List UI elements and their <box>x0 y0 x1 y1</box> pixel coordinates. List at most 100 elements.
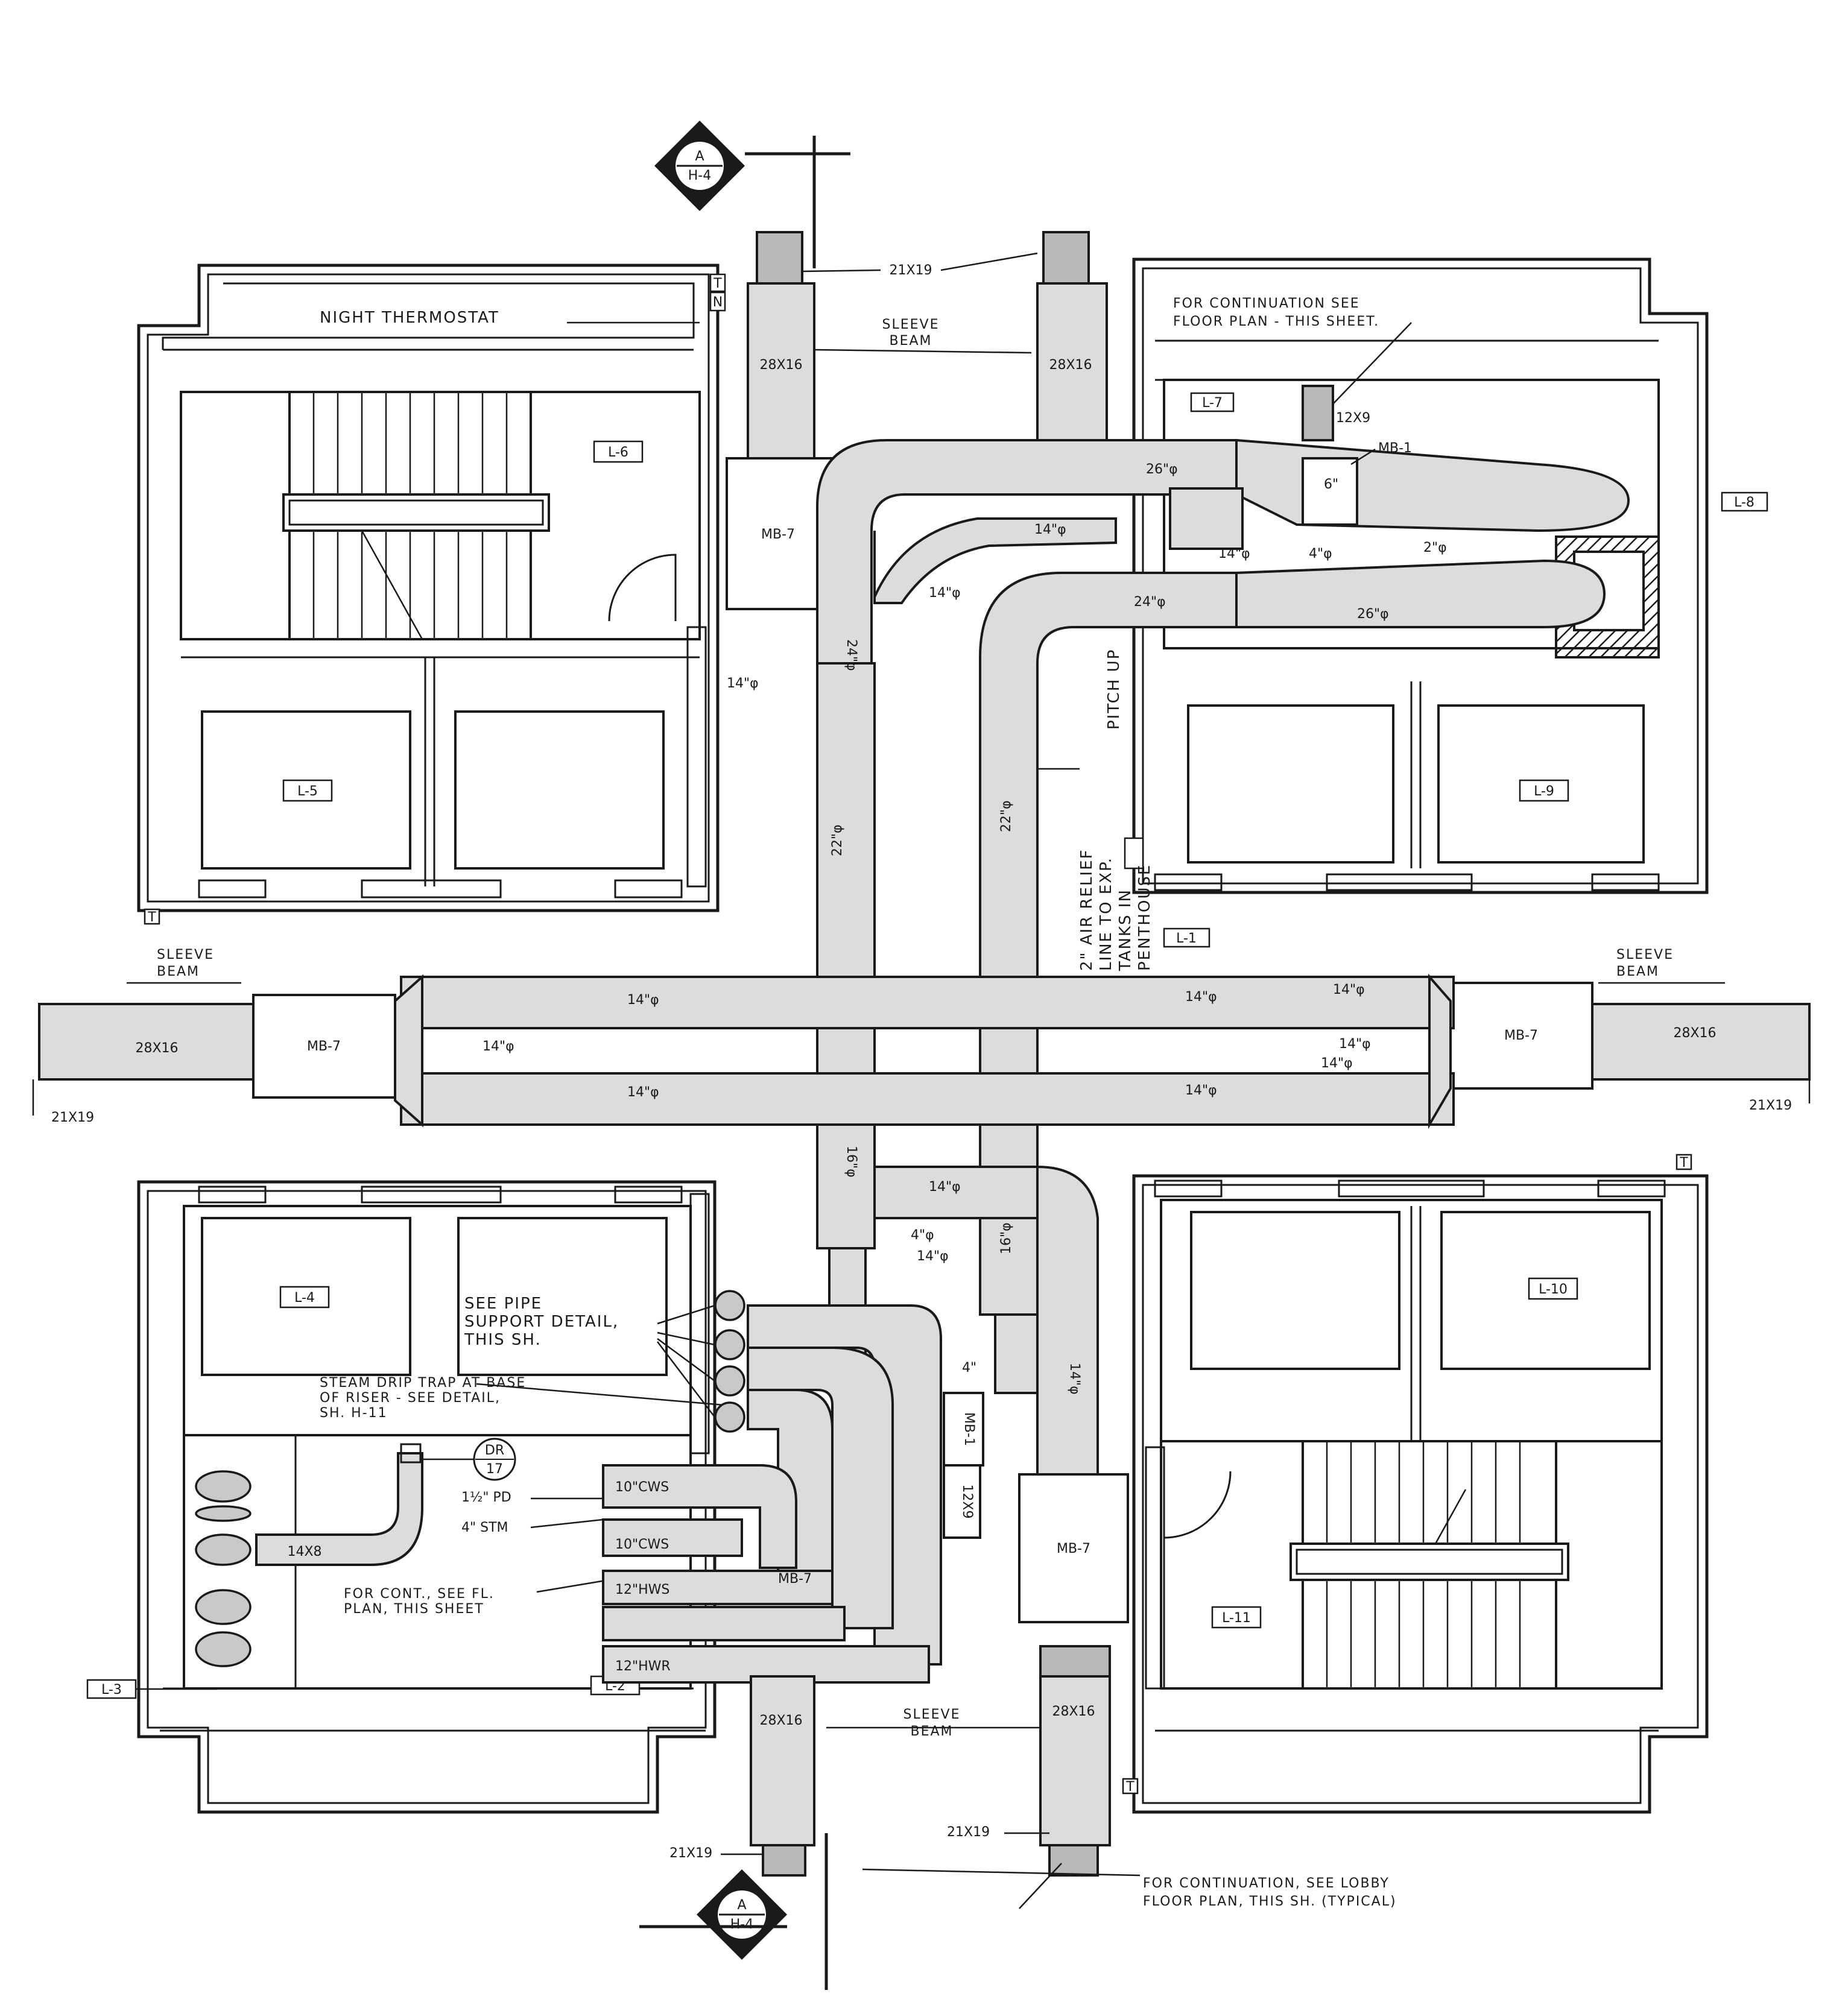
dr-label: DR <box>485 1443 504 1458</box>
duct-size-21x19-top: 21X19 <box>889 263 932 278</box>
size-14-cross2: 14"φ <box>483 1039 514 1054</box>
continuation-note-line1: FOR CONTINUATION SEE <box>1173 296 1360 311</box>
air-relief-line1: 2" AIR RELIEF <box>1078 848 1096 971</box>
room-tag-l11: L-11 <box>1222 1611 1251 1626</box>
mb7-label-right: MB-7 <box>1504 1028 1538 1043</box>
stairs-top-left <box>282 391 550 640</box>
room-tag-l6-box <box>593 440 644 463</box>
duct-size-28x16-br: 28X16 <box>1052 1704 1095 1719</box>
size-6: 6" <box>1324 477 1338 492</box>
duct-size-14x8: 14X8 <box>287 1544 321 1559</box>
size-14-cross8: 14"φ <box>1333 982 1365 997</box>
size-24-v: 24"φ <box>844 639 859 671</box>
top-duct-drops: 28X16 28X16 21X19 SLEEVE BEAM <box>747 231 1108 459</box>
dr-number: 17 <box>486 1462 503 1477</box>
size-14-lower2: 14"φ <box>917 1249 949 1264</box>
pipe-hwr: 12"HWR <box>615 1659 671 1674</box>
sleeve-beam-right-line1: SLEEVE <box>1616 947 1674 962</box>
room-tag-l8: L-8 <box>1734 495 1755 510</box>
size-14-cross7: 14"φ <box>1321 1056 1353 1071</box>
for-cont-line1: FOR CONT., SEE FL. <box>344 1587 495 1602</box>
pipe-cws-2: 10"CWS <box>615 1537 669 1552</box>
room-tag-l6: L-6 <box>608 445 628 460</box>
room-tag-l4: L-4 <box>294 1290 315 1306</box>
size-14-lower: 14"φ <box>929 1179 961 1195</box>
duct-size-28x16-right: 28X16 <box>1673 1026 1716 1041</box>
room-tag-l5: L-5 <box>297 784 318 799</box>
air-relief-line3: TANKS IN <box>1116 889 1134 971</box>
pipe-support-note: SEE PIPE SUPPORT DETAIL, THIS SH. <box>464 1295 715 1418</box>
air-relief-line2: LINE TO EXP. <box>1097 857 1115 971</box>
duct-size-21x19-right: 21X19 <box>1749 1098 1792 1113</box>
size-14-cross6: 14"φ <box>1185 1083 1217 1098</box>
size-4-lower2: 4" <box>962 1360 976 1375</box>
air-relief-note: PITCH UP 2" AIR RELIEF LINE TO EXP. TANK… <box>1037 639 1154 971</box>
size-24-h: 24"φ <box>1134 595 1166 610</box>
main-duct-run <box>38 438 1811 1877</box>
size-14-top2: 14"φ <box>1218 546 1250 561</box>
size-14-top: 14"φ <box>1034 522 1066 537</box>
section-sheet-top: H-4 <box>688 168 711 183</box>
size-14-left: 14"φ <box>727 676 759 691</box>
duct-size-21x19-bl: 21X19 <box>669 1846 712 1861</box>
room-tag-l10: L-10 <box>1539 1282 1568 1297</box>
pipe-stm: 4" STM <box>461 1520 508 1535</box>
sleeve-beam-bottom-line2: BEAM <box>910 1724 953 1739</box>
lobby-note-line2: FLOOR PLAN, THIS SH. (TYPICAL) <box>1143 1894 1397 1909</box>
duct-size-labels: 26"φ 26"φ 24"φ 24"φ 22"φ 22"φ 16"φ 16"φ … <box>483 462 1447 1395</box>
quadrant-top-left: NIGHT THERMOSTAT L-6 L-5 T T N <box>137 264 726 925</box>
size-26-mid: 26"φ <box>1357 607 1389 622</box>
section-marker-bottom: A H-4 <box>639 1833 828 1990</box>
mb1-label-top: MB-1 <box>1378 441 1412 456</box>
sleeve-beam-top-line1: SLEEVE <box>882 317 940 332</box>
mb1-bottom: MB-1 12X9 <box>943 1392 984 1539</box>
size-14-lower3: 14"φ <box>1067 1363 1082 1395</box>
sleeve-beam-top-line2: BEAM <box>889 333 932 349</box>
continuation-note-line2: FLOOR PLAN - THIS SHEET. <box>1173 314 1379 329</box>
room-tag-l9: L-9 <box>1534 784 1554 799</box>
size-16-left: 16"φ <box>844 1146 859 1178</box>
room-tag-l3: L-3 <box>101 1682 122 1697</box>
mb7-bottom-right: MB-7 <box>1018 1473 1129 1623</box>
mb7-right: MB-7 <box>1449 982 1593 1090</box>
mb7-left: MB-7 <box>252 994 396 1099</box>
mb1-top: MB-1 <box>1302 441 1412 526</box>
size-4-lower: 4"φ <box>911 1228 934 1243</box>
size-14-cross4: 14"φ <box>1185 990 1217 1005</box>
duct-size-28x16-bl: 28X16 <box>759 1713 802 1728</box>
t-mark-tl: T <box>147 910 156 925</box>
room-tag-l7: L-7 <box>1202 396 1223 411</box>
duct-size-28x16-tl: 28X16 <box>759 358 802 373</box>
size-26-top: 26"φ <box>1146 462 1178 477</box>
mb1-label-bottom: MB-1 <box>961 1412 976 1446</box>
size-16-right: 16"φ <box>999 1222 1014 1254</box>
size-14-top3: 14"φ <box>929 586 961 601</box>
room-tag-l1: L-1 <box>1176 931 1197 946</box>
storage-tanks <box>195 1470 252 1667</box>
size-22-left: 22"φ <box>830 824 845 856</box>
section-marker-top: A H-4 <box>654 121 850 268</box>
mb7-label-br: MB-7 <box>1057 1541 1090 1556</box>
duct-size-21x19-left: 21X19 <box>51 1110 94 1125</box>
section-letter-top: A <box>695 149 704 164</box>
drain-symbol: DR 17 <box>422 1438 516 1481</box>
section-sheet-bottom: H-4 <box>730 1917 753 1932</box>
stairs-bottom-right <box>1289 1440 1569 1690</box>
duct-size-28x16-tr: 28X16 <box>1049 358 1092 373</box>
size-14-cross5: 14"φ <box>1339 1037 1371 1052</box>
steam-drip-line1: STEAM DRIP TRAP AT BASE <box>320 1375 526 1391</box>
t-mark-br: T <box>1679 1155 1688 1170</box>
for-cont-line2: PLAN, THIS SHEET <box>344 1602 484 1617</box>
duct-size-21x19-br: 21X19 <box>947 1825 990 1840</box>
air-relief-line4: PENTHOUSE <box>1136 864 1154 971</box>
size-14-cross3: 14"φ <box>627 1085 659 1100</box>
night-thermostat-label: NIGHT THERMOSTAT <box>320 309 499 327</box>
sleeve-beam-left-line2: BEAM <box>157 964 200 979</box>
mb7-label-bl: MB-7 <box>778 1571 812 1587</box>
sleeve-beam-left-line1: SLEEVE <box>157 947 214 962</box>
pipe-cws-1: 10"CWS <box>615 1480 669 1495</box>
side-duct-labels: 28X16 28X16 21X19 21X19 SLEEVE BEAM SLEE… <box>32 947 1811 1125</box>
mb7-label-tl: MB-7 <box>761 527 795 542</box>
steam-drip-line3: SH. H-11 <box>320 1406 388 1421</box>
